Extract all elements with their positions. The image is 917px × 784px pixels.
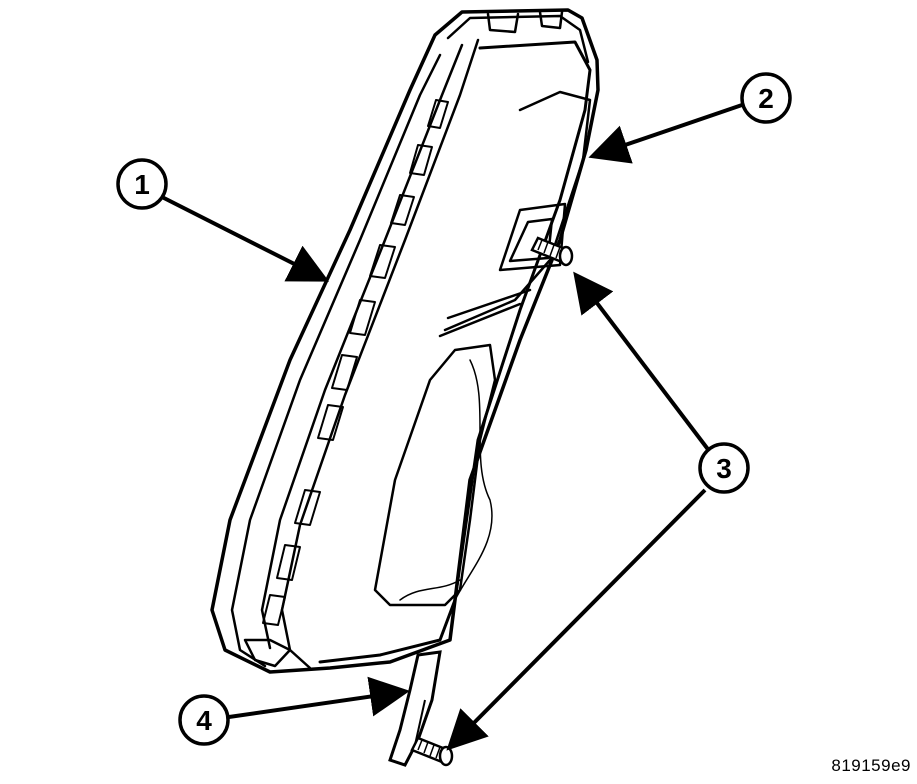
mounting-plate — [498, 202, 567, 272]
airbag-module — [210, 8, 600, 674]
callout-2: 2 — [740, 72, 792, 124]
bottom-bracket — [243, 638, 292, 668]
callout-4-label: 4 — [196, 705, 212, 736]
cushion-fold-line — [399, 359, 493, 601]
callout-1: 1 — [116, 158, 168, 210]
figure-reference-code: 819159e9 — [831, 756, 911, 775]
module-top-cap — [446, 14, 590, 64]
callout-4: 4 — [178, 694, 230, 746]
module-outer-outline — [210, 8, 600, 674]
callout-1-label: 1 — [134, 169, 150, 200]
arrow-2 — [588, 103, 743, 164]
top-connector — [486, 10, 564, 34]
side-rail-edge — [280, 38, 480, 670]
rail-slots — [262, 99, 449, 626]
callout-2-label: 2 — [758, 83, 774, 114]
lower-stud — [410, 736, 454, 767]
arrow-3-upper — [573, 271, 712, 454]
upper-stud — [530, 236, 574, 267]
side-rail-outer — [230, 53, 442, 668]
callout-3-label: 3 — [716, 453, 732, 484]
arrow-3-lower — [446, 488, 707, 751]
side-rail-inner — [260, 43, 464, 650]
leader-arrows — [159, 103, 743, 751]
front-face-inner — [443, 90, 592, 332]
face-divider — [438, 288, 532, 338]
front-face-panel — [318, 40, 592, 664]
arrow-4 — [221, 676, 410, 720]
lower-cushion-panel — [373, 343, 497, 607]
callout-3: 3 — [698, 442, 750, 494]
arrow-1 — [159, 194, 330, 282]
